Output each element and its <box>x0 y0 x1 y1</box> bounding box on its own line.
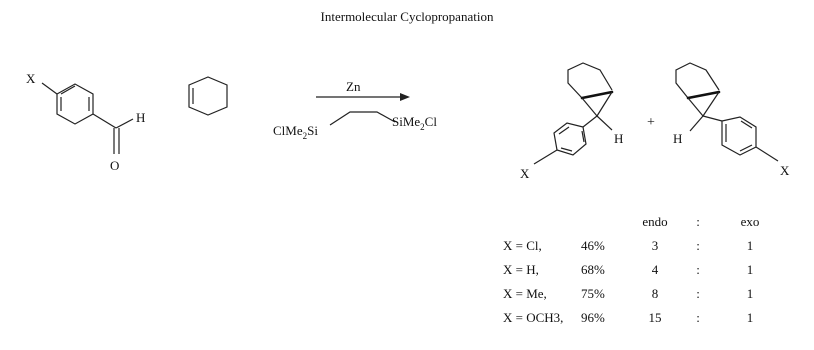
yield-cell: 96% <box>581 310 605 325</box>
table-header-row: endo : exo <box>503 210 781 234</box>
endo-ratio-cell: 3 <box>651 238 659 253</box>
endo-cyclopropane-bond <box>596 91 613 117</box>
header-spacer <box>503 210 581 234</box>
endo-aryl-bond <box>582 115 598 128</box>
header-exo: exo <box>740 214 760 229</box>
x-substituent-label: X <box>26 71 36 86</box>
endo-product-structure: H X <box>520 62 623 181</box>
reaction-arrow-group: Zn <box>316 79 410 101</box>
x-substituent-bond <box>41 82 58 95</box>
formyl-h-label: H <box>136 110 145 125</box>
exo-x-bond <box>755 146 779 162</box>
left-silyl-label: ClMe2Si <box>273 123 318 141</box>
ratio-colon-cell: : <box>696 286 700 301</box>
scheme-title: Intermolecular Cyclopropanation <box>320 9 494 24</box>
table-row: X = Cl, 46% 3 : 1 <box>503 234 781 258</box>
exo-aryl-double-bond <box>739 144 753 152</box>
exo-ring-fusion-bond <box>686 90 721 100</box>
table-row: X = Me, 75% 8 : 1 <box>503 282 781 306</box>
bis-silyl-reagent: ClMe2Si SiMe2Cl <box>273 111 437 141</box>
endo-aryl-double-bond <box>560 147 573 152</box>
substituent-cell: X = Cl, <box>503 238 542 253</box>
yield-cell: 75% <box>581 286 605 301</box>
exo-ratio-cell: 1 <box>746 310 754 325</box>
endo-ratio-cell: 8 <box>651 286 659 301</box>
table-row: X = H, 68% 4 : 1 <box>503 258 781 282</box>
ethylene-bridge <box>329 111 396 126</box>
header-spacer <box>581 210 633 234</box>
plus-sign: + <box>647 115 655 130</box>
exo-cyclopropane-bond <box>687 97 704 117</box>
right-silyl-label: SiMe2Cl <box>392 114 437 132</box>
endo-aryl-double-bond <box>581 130 585 143</box>
endo-aryl-double-bond <box>558 126 570 135</box>
exo-aryl-ring <box>721 116 757 156</box>
exo-product-structure: H X <box>673 62 790 178</box>
endo-ratio-cell: 15 <box>648 310 662 325</box>
exo-x-label: X <box>780 163 790 178</box>
endo-h-bond <box>596 115 613 131</box>
substituent-cell: X = Me, <box>503 286 547 301</box>
exo-h-bond <box>689 115 704 132</box>
exo-aryl-bond <box>702 115 723 122</box>
header-colon: : <box>696 214 700 229</box>
yield-cell: 68% <box>581 262 605 277</box>
endo-h-label: H <box>614 131 623 146</box>
substituent-cell: X = OCH3, <box>503 310 564 325</box>
table-row: X = OCH3, 96% 15 : 1 <box>503 306 781 330</box>
cyclohexene-ring <box>188 76 228 116</box>
endo-cyclopropane-bond <box>581 97 598 117</box>
exo-ratio-cell: 1 <box>746 238 754 253</box>
selectivity-table: endo : exo X = Cl, 46% 3 : 1 X = H, 68% … <box>503 210 781 330</box>
carbonyl-oxygen-label: O <box>110 158 119 173</box>
formyl-h-bond <box>115 118 134 129</box>
aldehyde-ring-double-bond <box>60 85 76 95</box>
endo-ring-fusion-bond <box>580 90 614 100</box>
exo-h-label: H <box>673 131 682 146</box>
exo-cycloheptane-chain <box>675 62 720 99</box>
ratio-colon-cell: : <box>696 238 700 253</box>
endo-cycloheptane-chain <box>567 62 613 99</box>
ratio-colon-cell: : <box>696 310 700 325</box>
header-endo: endo <box>642 214 668 229</box>
endo-x-label: X <box>520 166 530 181</box>
exo-ratio-cell: 1 <box>746 286 754 301</box>
substituent-cell: X = H, <box>503 262 539 277</box>
endo-x-bond <box>533 149 558 165</box>
exo-aryl-double-bond <box>740 120 753 129</box>
reaction-arrowhead <box>400 93 410 101</box>
yield-cell: 46% <box>581 238 605 253</box>
endo-ratio-cell: 4 <box>651 262 659 277</box>
ring-to-carbonyl-bond <box>92 113 117 129</box>
exo-ratio-cell: 1 <box>746 262 754 277</box>
exo-cyclopropane-bond <box>702 91 720 117</box>
aldehyde-benzene-ring <box>56 83 94 125</box>
ratio-colon-cell: : <box>696 262 700 277</box>
arrow-reagent-label: Zn <box>346 79 361 94</box>
cyclohexene-structure <box>188 76 228 116</box>
benzaldehyde-structure: X H O <box>26 71 145 173</box>
